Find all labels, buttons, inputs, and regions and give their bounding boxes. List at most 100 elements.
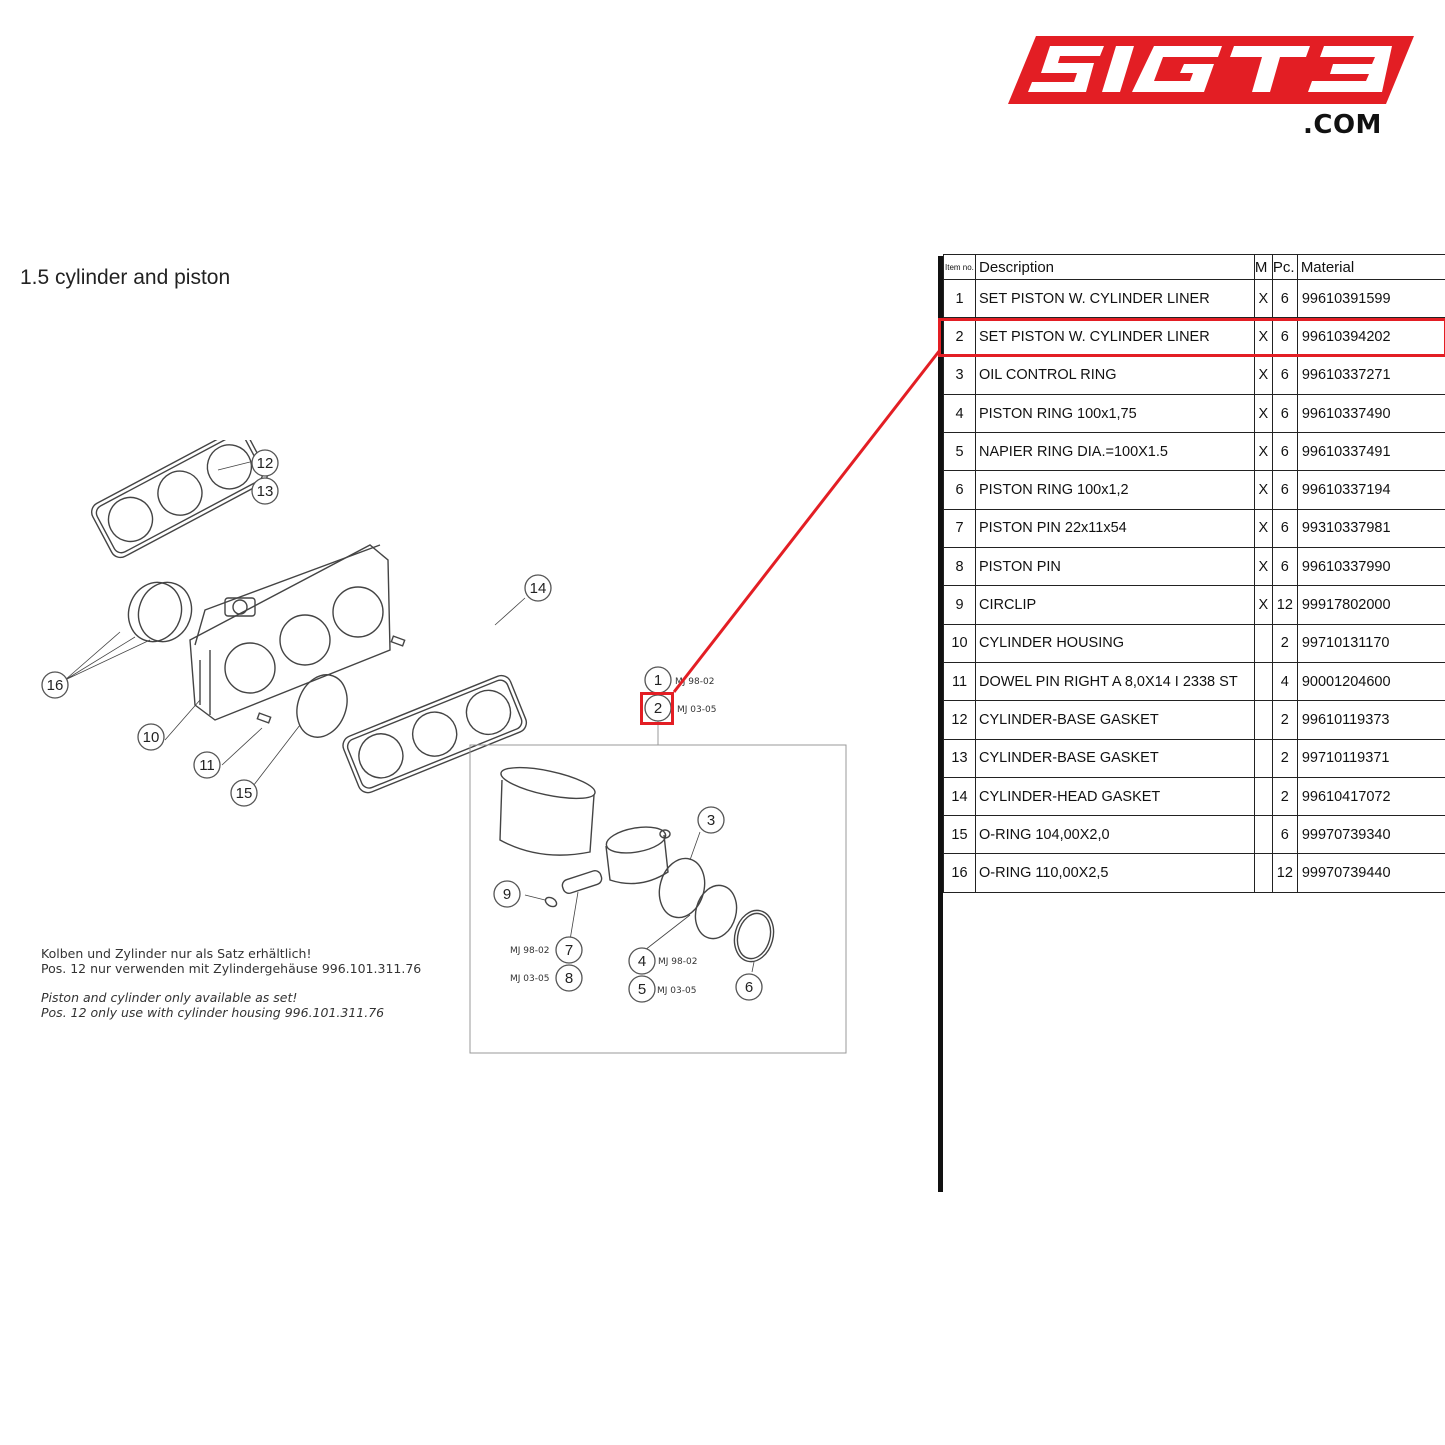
row-quantity: 4 xyxy=(1271,661,1298,702)
row-item-no: 15 xyxy=(943,815,976,855)
row-description: CYLINDER-HEAD GASKET xyxy=(974,776,1255,817)
callout-16: 16 xyxy=(47,677,64,694)
mj-label-8: MJ 03-05 xyxy=(510,974,549,984)
callout-4: 4 xyxy=(638,953,646,970)
o-ring-16-drawing xyxy=(127,581,183,643)
row-description: CYLINDER-BASE GASKET xyxy=(974,700,1255,740)
row-m-flag: X xyxy=(1253,432,1273,472)
cylinder-liner-drawing xyxy=(499,766,596,856)
row-quantity: 6 xyxy=(1271,432,1298,472)
row-quantity: 6 xyxy=(1271,393,1298,434)
row-item-no: 1 xyxy=(943,278,976,319)
note-de-line1: Kolben und Zylinder nur als Satz erhältl… xyxy=(41,946,312,961)
cylinder-head-gasket-drawing xyxy=(342,674,528,794)
row-material-number: 99610119373 xyxy=(1296,700,1445,740)
row-item-no: 2 xyxy=(943,317,976,357)
row-m-flag: X xyxy=(1253,547,1273,587)
callout-10: 10 xyxy=(143,729,160,746)
row-m-flag: X xyxy=(1253,278,1273,319)
row-m-flag xyxy=(1253,700,1273,740)
row-description: CIRCLIP xyxy=(974,585,1255,625)
callout-2: 2 xyxy=(654,700,662,717)
row-material-number: 99710131170 xyxy=(1296,623,1445,663)
row-quantity: 6 xyxy=(1271,278,1298,319)
piston-drawing xyxy=(605,826,669,885)
callout-6: 6 xyxy=(745,979,753,996)
mj-label-4: MJ 98-02 xyxy=(658,957,697,967)
note-de-line2: Pos. 12 nur verwenden mit Zylindergehäus… xyxy=(41,961,422,976)
row-quantity: 6 xyxy=(1271,815,1298,855)
row-m-flag xyxy=(1253,738,1273,778)
callout-15: 15 xyxy=(236,785,253,802)
row-quantity: 6 xyxy=(1271,355,1298,395)
callout-7: 7 xyxy=(565,942,573,959)
note-en-line1: Piston and cylinder only available as se… xyxy=(41,990,298,1005)
callout-3: 3 xyxy=(707,812,715,829)
row-material-number: 99610417072 xyxy=(1296,776,1445,817)
row-description: O-RING 104,00X2,0 xyxy=(974,815,1255,855)
row-description: PISTON RING 100x1,2 xyxy=(974,470,1255,510)
mj-label-7: MJ 98-02 xyxy=(510,946,549,956)
row-item-no: 13 xyxy=(943,738,976,778)
row-material-number: 99610337990 xyxy=(1296,547,1445,587)
row-m-flag xyxy=(1253,661,1273,702)
row-item-no: 9 xyxy=(943,585,976,625)
mj-label-2: MJ 03-05 xyxy=(677,705,716,715)
section-title: 1.5 cylinder and piston xyxy=(20,266,231,289)
callout-11: 11 xyxy=(199,757,215,774)
callout-9: 9 xyxy=(503,886,511,903)
header-material: Material xyxy=(1296,254,1445,280)
oil-control-ring-drawing xyxy=(658,857,706,919)
highlighted-row-box xyxy=(938,318,1445,357)
header-description: Description xyxy=(974,254,1255,280)
row-quantity: 6 xyxy=(1271,470,1298,510)
row-quantity: 2 xyxy=(1271,700,1298,740)
callout-8: 8 xyxy=(565,970,573,987)
row-description: DOWEL PIN RIGHT A 8,0X14 I 2338 ST xyxy=(974,661,1255,702)
row-material-number: 99610337491 xyxy=(1296,432,1445,472)
row-item-no: 4 xyxy=(943,393,976,434)
row-m-flag xyxy=(1253,623,1273,663)
row-item-no: 8 xyxy=(943,547,976,587)
row-quantity: 6 xyxy=(1271,547,1298,587)
row-item-no: 16 xyxy=(943,853,976,893)
row-item-no: 14 xyxy=(943,776,976,817)
row-quantity: 2 xyxy=(1271,776,1298,817)
header-m: M xyxy=(1253,254,1273,280)
cylinder-housing-drawing xyxy=(189,544,391,721)
row-quantity: 2 xyxy=(1271,623,1298,663)
row-item-no: 11 xyxy=(943,661,976,702)
row-m-flag xyxy=(1253,776,1273,817)
row-item-no: 3 xyxy=(943,355,976,395)
row-m-flag xyxy=(1253,853,1273,893)
row-description: CYLINDER-BASE GASKET xyxy=(974,738,1255,778)
row-m-flag: X xyxy=(1253,470,1273,510)
row-item-no: 12 xyxy=(943,700,976,740)
callout-12: 12 xyxy=(257,455,274,472)
row-material-number: 99970739440 xyxy=(1296,853,1445,893)
highlighted-callout-box xyxy=(640,692,674,725)
row-material-number: 99917802000 xyxy=(1296,585,1445,625)
row-m-flag: X xyxy=(1253,393,1273,434)
row-quantity: 12 xyxy=(1271,585,1298,625)
row-material-number: 99310337981 xyxy=(1296,508,1445,549)
row-description: PISTON RING 100x1,75 xyxy=(974,393,1255,434)
row-description: PISTON PIN 22x11x54 xyxy=(974,508,1255,549)
row-item-no: 10 xyxy=(943,623,976,663)
row-material-number: 99970739340 xyxy=(1296,815,1445,855)
row-item-no: 6 xyxy=(943,470,976,510)
cylinder-base-gasket-drawing xyxy=(90,440,269,559)
callout-14: 14 xyxy=(530,580,547,597)
